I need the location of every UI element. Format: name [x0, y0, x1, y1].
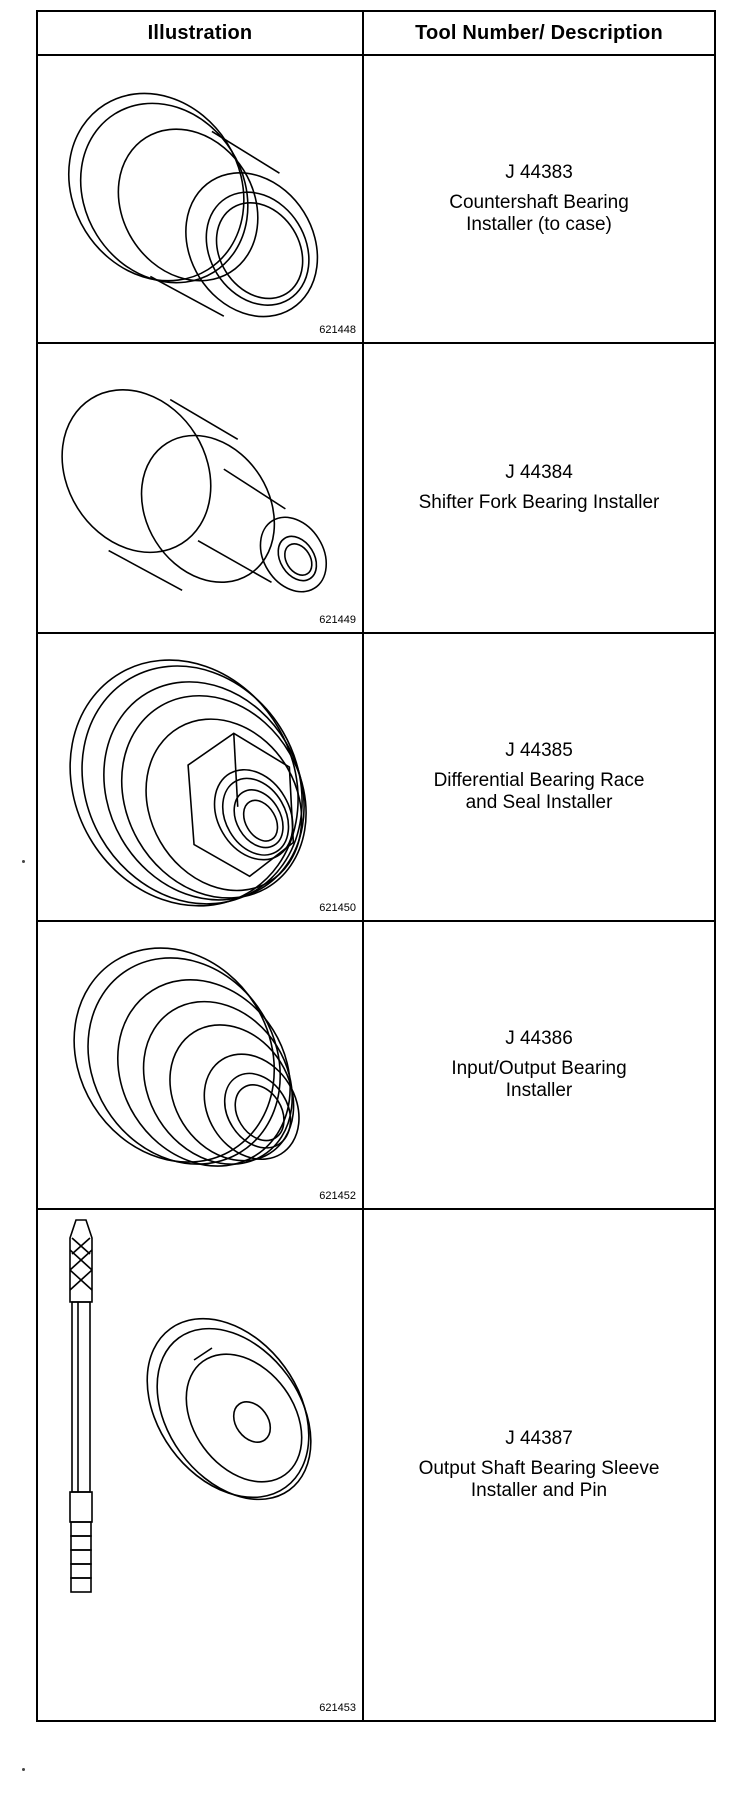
scan-speck	[22, 1768, 25, 1771]
illustration-cell: 621450	[38, 634, 362, 920]
description-cell: J 44387 Output Shaft Bearing Sleeve Inst…	[364, 1210, 714, 1720]
tool-number: J 44386	[505, 1028, 573, 1049]
output-shaft-sleeve-installer-illustration	[69, 1219, 312, 1593]
header-description: Tool Number/ Description	[415, 21, 663, 44]
tool-description: Output Shaft Bearing Sleeve Installer an…	[418, 1458, 660, 1501]
description-cell: J 44385 Differential Bearing Race and Se…	[364, 634, 714, 920]
illustration-cell: 621449	[38, 344, 362, 632]
figure-number: 621450	[319, 902, 356, 914]
scan-speck	[22, 860, 25, 863]
tool-description: Countershaft Bearing Installer (to case)	[449, 192, 629, 235]
tool-number: J 44387	[505, 1428, 573, 1449]
figure-number: 621452	[319, 1190, 356, 1202]
tool-number: J 44384	[505, 462, 573, 483]
tool-number: J 44383	[505, 162, 573, 183]
illustration-cell: 621453	[38, 1210, 362, 1720]
table-row: 621448 J 44383 Countershaft Bearing Inst…	[38, 56, 714, 344]
tool-description: Shifter Fork Bearing Installer	[418, 492, 660, 513]
shifter-fork-bearing-installer-illustration	[61, 389, 328, 593]
header-illustration: Illustration	[147, 21, 253, 44]
differential-bearing-race-installer-illustration	[69, 659, 307, 907]
description-cell: J 44383 Countershaft Bearing Installer (…	[364, 56, 714, 342]
table-row: 621449 J 44384 Shifter Fork Bearing Inst…	[38, 344, 714, 634]
table-row: 621452 J 44386 Input/Output Bearing Inst…	[38, 922, 714, 1210]
input-output-bearing-installer-illustration	[73, 947, 300, 1167]
figure-number: 621448	[319, 324, 356, 336]
column-divider	[362, 12, 364, 1720]
tool-description: Differential Bearing Race and Seal Insta…	[433, 770, 645, 813]
figure-number: 621453	[319, 1702, 356, 1714]
figure-number: 621449	[319, 614, 356, 626]
table-row: 621450 J 44385 Differential Bearing Race…	[38, 634, 714, 922]
description-cell: J 44384 Shifter Fork Bearing Installer	[364, 344, 714, 632]
table-header: Illustration Tool Number/ Description	[38, 12, 714, 56]
description-cell: J 44386 Input/Output Bearing Installer	[364, 922, 714, 1208]
table-row: 621453 J 44387 Output Shaft Bearing Slee…	[38, 1210, 714, 1720]
tool-description: Input/Output Bearing Installer	[451, 1058, 627, 1101]
tool-table: Illustration Tool Number/ Description 62…	[36, 10, 716, 1722]
countershaft-bearing-installer-illustration	[67, 92, 319, 318]
illustration-cell: 621452	[38, 922, 362, 1208]
illustration-cell: 621448	[38, 56, 362, 342]
tool-number: J 44385	[505, 740, 573, 761]
